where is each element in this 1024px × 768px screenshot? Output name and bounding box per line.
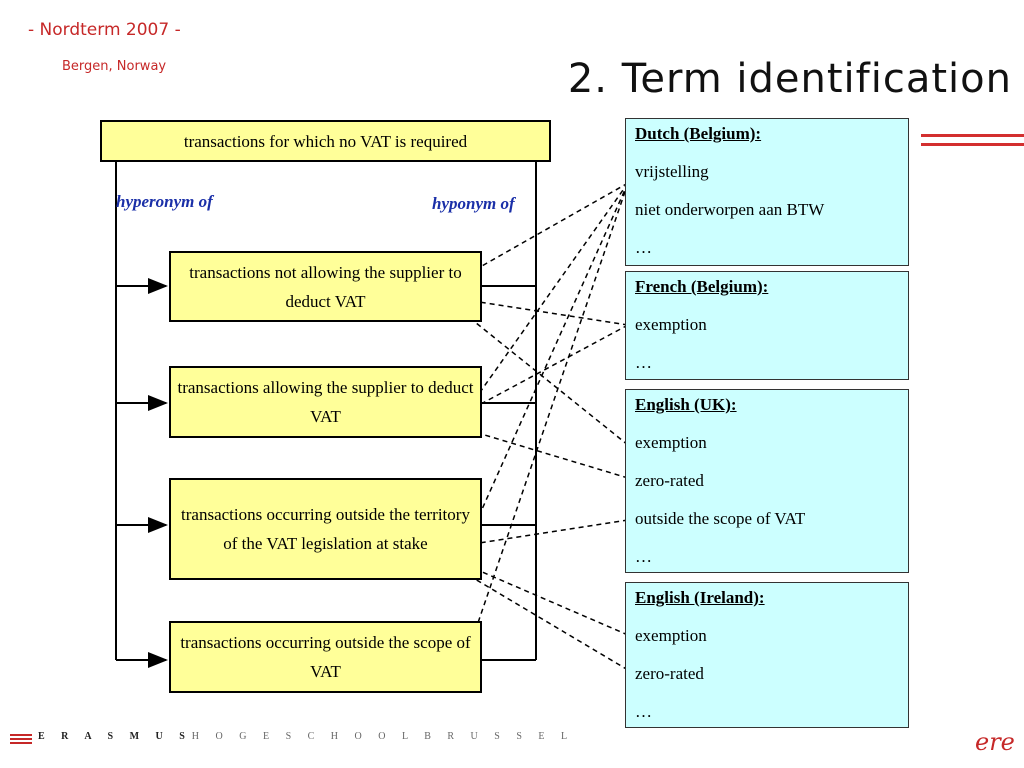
ere-logo: ere <box>975 728 1015 756</box>
footer-brand-bold: E R A S M U S <box>38 731 192 742</box>
footer-brand-rest: H O G E S C H O O L B R U S S E L <box>191 731 575 742</box>
child-concept-box-2: transactions allowing the supplier to de… <box>169 366 482 438</box>
hyperonym-label: hyperonym of <box>116 192 213 211</box>
slide-title: 2. Term identification <box>567 56 1012 102</box>
term: vrijstelling <box>635 162 709 181</box>
root-concept-box: transactions for which no VAT is require… <box>100 120 551 162</box>
term: … <box>635 353 652 372</box>
conference-name: - Nordterm 2007 - <box>28 20 181 40</box>
lang-box-dutch: Dutch (Belgium): vrijstelling niet onder… <box>625 118 909 266</box>
decor-line-1 <box>921 134 1024 137</box>
lang-box-english-ireland: English (Ireland): exemption zero-rated … <box>625 582 909 728</box>
decor-line-2 <box>921 143 1024 146</box>
lang-heading: Dutch (Belgium): <box>635 124 762 143</box>
conference-location: Bergen, Norway <box>62 59 167 74</box>
lang-box-english-uk: English (UK): exemption zero-rated outsi… <box>625 389 909 573</box>
child-concept-box-3: transactions occurring outside the terri… <box>169 478 482 580</box>
term: … <box>635 702 652 721</box>
term: … <box>635 238 652 257</box>
term: exemption <box>635 433 707 452</box>
lang-heading: English (Ireland): <box>635 588 765 607</box>
term: … <box>635 547 652 566</box>
hyponym-label: hyponym of <box>432 194 515 213</box>
term: zero-rated <box>635 471 704 490</box>
term: exemption <box>635 626 707 645</box>
child-concept-box-4: transactions occurring outside the scope… <box>169 621 482 693</box>
lang-box-french: French (Belgium): exemption … <box>625 271 909 380</box>
lang-heading: French (Belgium): <box>635 277 769 296</box>
term: exemption <box>635 315 707 334</box>
term: zero-rated <box>635 664 704 683</box>
lang-heading: English (UK): <box>635 395 737 414</box>
footer-logo-bars <box>10 734 32 744</box>
term: outside the scope of VAT <box>635 509 806 528</box>
child-concept-box-1: transactions not allowing the supplier t… <box>169 251 482 322</box>
term: niet onderworpen aan BTW <box>635 200 825 219</box>
